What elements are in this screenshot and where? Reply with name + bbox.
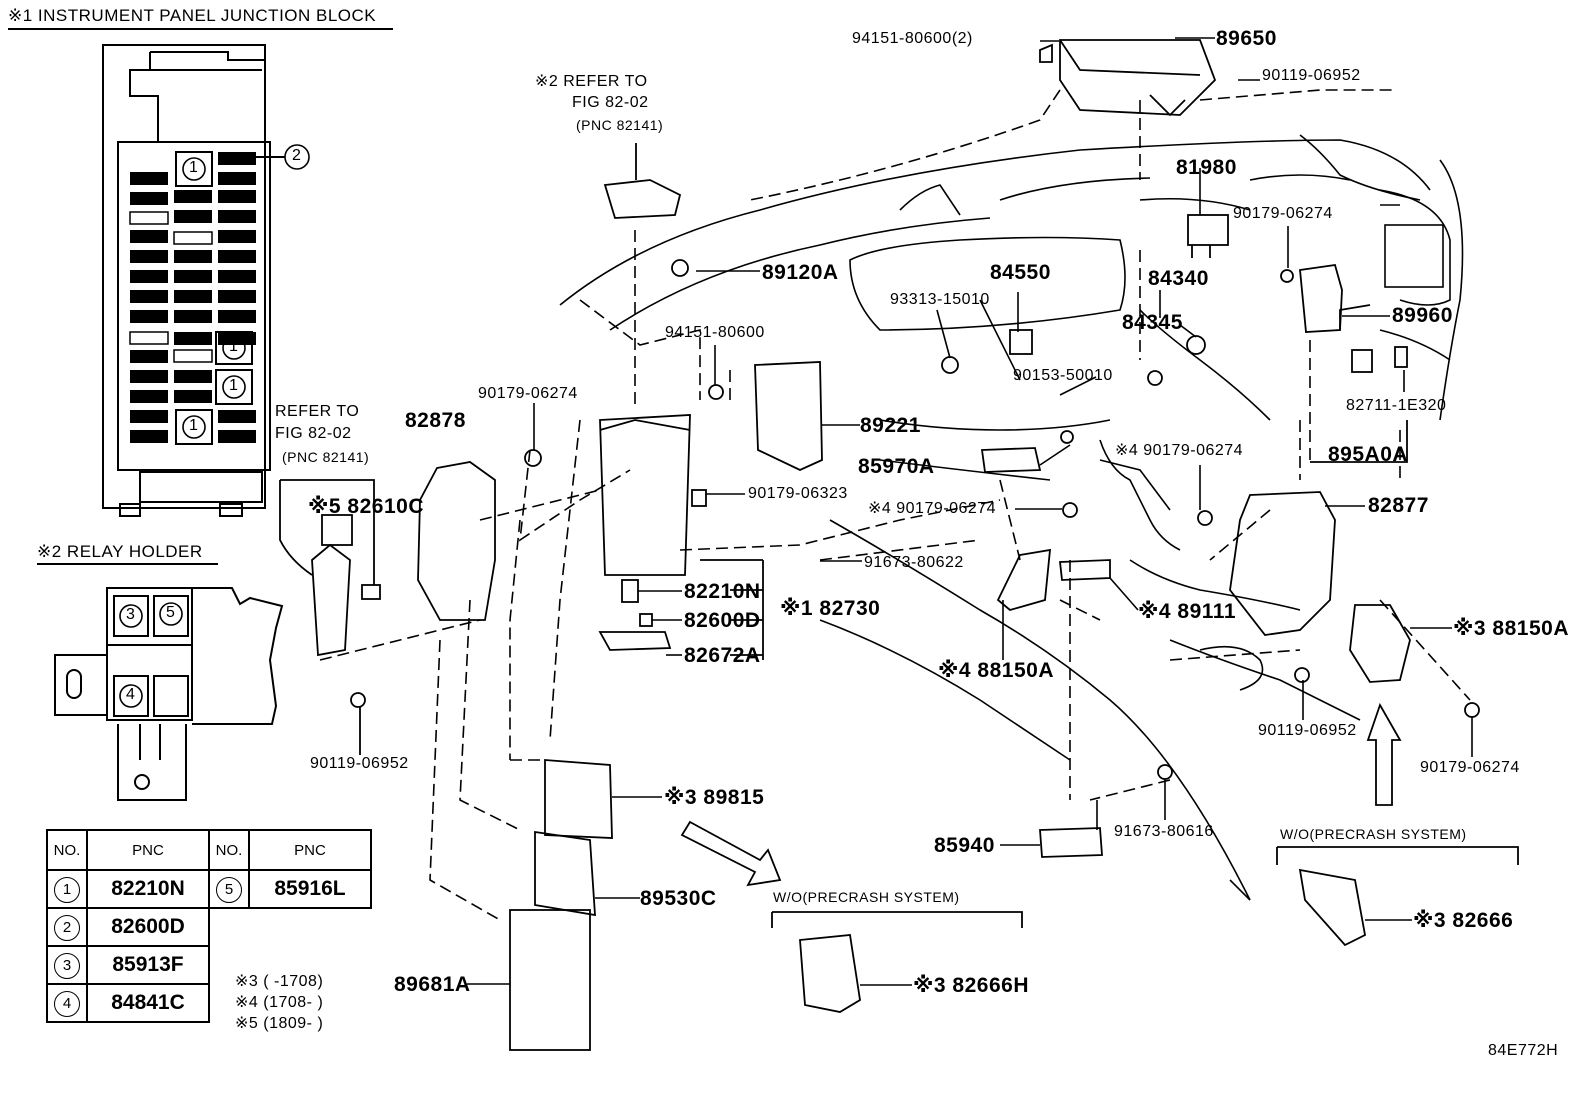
note-5: ※5 (1809- )	[235, 1015, 324, 1032]
part-82878: 82878	[405, 409, 466, 432]
table-row: 1 82210N 5 85916L	[46, 869, 372, 909]
part-90179-06274-d: ※4 90179-06274	[868, 500, 997, 517]
row-number-2: 5	[216, 876, 242, 903]
row-number: 1	[54, 876, 80, 903]
refer-left-line1: REFER TO	[275, 403, 360, 420]
row-pnc: 82600D	[86, 907, 210, 947]
part-90179-06274-e: 90179-06274	[1420, 759, 1520, 776]
assembly-dashed-lines	[319, 89, 1471, 921]
refer-top-line1: ※2 REFER TO	[535, 73, 648, 90]
header-no: NO.	[46, 829, 88, 871]
part-90119-06952-top: 90119-06952	[1262, 67, 1361, 84]
wo-precrash-label-1: W/O(PRECRASH SYSTEM)	[773, 889, 960, 905]
part-90119-06952-right: 90119-06952	[1258, 722, 1357, 739]
part-94151-80600-2: 94151-80600(2)	[852, 30, 973, 47]
pnc-table: NO. PNC NO. PNC 1 82210N 5 85916L 2 8260…	[46, 829, 372, 1023]
header-pnc: PNC	[86, 829, 210, 871]
relay-marker-4: 4	[126, 686, 136, 703]
jb-marker-1b: 1	[229, 338, 239, 355]
header-no-2: NO.	[208, 829, 250, 871]
part-82730: ※1 82730	[780, 597, 881, 620]
part-82672a: 82672A	[684, 644, 761, 667]
note-4: ※4 (1708- )	[235, 994, 324, 1011]
row-pnc-2: 85916L	[248, 869, 372, 909]
row-pnc: 82210N	[86, 869, 210, 909]
table-row: 3 85913F	[46, 945, 371, 985]
figure-id: 84E772H	[1488, 1042, 1559, 1059]
header-pnc-2: PNC	[248, 829, 372, 871]
part-94151-80600: 94151-80600	[665, 324, 765, 341]
part-89681a: 89681A	[394, 973, 471, 996]
part-89530c: 89530C	[640, 887, 717, 910]
refer-left-line3: (PNC 82141)	[282, 449, 370, 465]
row-pnc: 84841C	[86, 983, 210, 1023]
refer-left-line2: FIG 82-02	[275, 425, 352, 442]
refer-top-line3: (PNC 82141)	[576, 117, 664, 133]
part-85940: 85940	[934, 834, 995, 857]
part-82666h: ※3 82666H	[913, 974, 1029, 997]
part-82210n: 82210N	[684, 580, 761, 603]
table-row: 2 82600D	[46, 907, 371, 947]
relay-holder-drawing	[37, 563, 284, 801]
part-82610c: ※5 82610C	[308, 495, 424, 518]
part-84345: 84345	[1122, 311, 1183, 334]
note-3: ※3 ( -1708)	[235, 973, 324, 990]
part-89815: ※3 89815	[664, 786, 765, 809]
table-row: 4 84841C	[46, 983, 371, 1023]
instrument-panel-junction-block-drawing	[8, 28, 393, 517]
relay-holder-title: ※2 RELAY HOLDER	[37, 542, 203, 561]
bracket-lines	[279, 143, 1519, 928]
part-82877: 82877	[1368, 494, 1429, 517]
part-89221: 89221	[860, 414, 921, 437]
wo-precrash-label-2: W/O(PRECRASH SYSTEM)	[1280, 826, 1467, 842]
part-90153-50010: 90153-50010	[1013, 367, 1113, 384]
part-90179-06323: 90179-06323	[748, 485, 848, 502]
part-895a0a: 895A0A	[1328, 443, 1409, 466]
part-82666: ※3 82666	[1413, 909, 1514, 932]
relay-marker-5: 5	[166, 604, 176, 621]
part-82600d: 82600D	[684, 609, 761, 632]
part-91673-80616: 91673-80616	[1114, 823, 1214, 840]
jb-marker-1d: 1	[189, 417, 199, 434]
jb-marker-1c: 1	[229, 377, 239, 394]
part-84550: 84550	[990, 261, 1051, 284]
part-82711-1e320: 82711-1E320	[1346, 397, 1447, 414]
row-number: 3	[54, 952, 80, 979]
jb-marker-2: 2	[292, 147, 302, 164]
part-84340: 84340	[1148, 267, 1209, 290]
part-90179-06274-b: 90179-06274	[478, 385, 578, 402]
part-91673-80622: 91673-80622	[864, 554, 964, 571]
part-89650: 89650	[1216, 27, 1277, 50]
part-81980: 81980	[1176, 156, 1237, 179]
dashboard-outline	[559, 134, 1464, 901]
pnc-table-header: NO. PNC NO. PNC	[46, 829, 372, 871]
relay-marker-3: 3	[126, 606, 136, 623]
row-number: 4	[54, 990, 80, 1017]
fuse-slots	[130, 152, 256, 443]
part-89111: ※4 89111	[1138, 600, 1237, 623]
part-88150a-left: ※4 88150A	[938, 659, 1054, 682]
refer-top-line2: FIG 82-02	[572, 94, 649, 111]
part-90179-06274-c: ※4 90179-06274	[1115, 442, 1244, 459]
part-93313-15010: 93313-15010	[890, 291, 990, 308]
jb-marker-1a: 1	[189, 159, 199, 176]
row-number: 2	[54, 914, 80, 941]
part-85970a: 85970A	[858, 455, 935, 478]
part-89960: 89960	[1392, 304, 1453, 327]
junction-block-title: ※1 INSTRUMENT PANEL JUNCTION BLOCK	[8, 6, 377, 25]
part-90119-06952-left: 90119-06952	[310, 755, 409, 772]
part-88150a-right: ※3 88150A	[1453, 617, 1569, 640]
leader-lines	[467, 37, 1473, 986]
part-90179-06274-a: 90179-06274	[1233, 205, 1333, 222]
row-pnc: 85913F	[86, 945, 210, 985]
part-89120a: 89120A	[762, 261, 839, 284]
